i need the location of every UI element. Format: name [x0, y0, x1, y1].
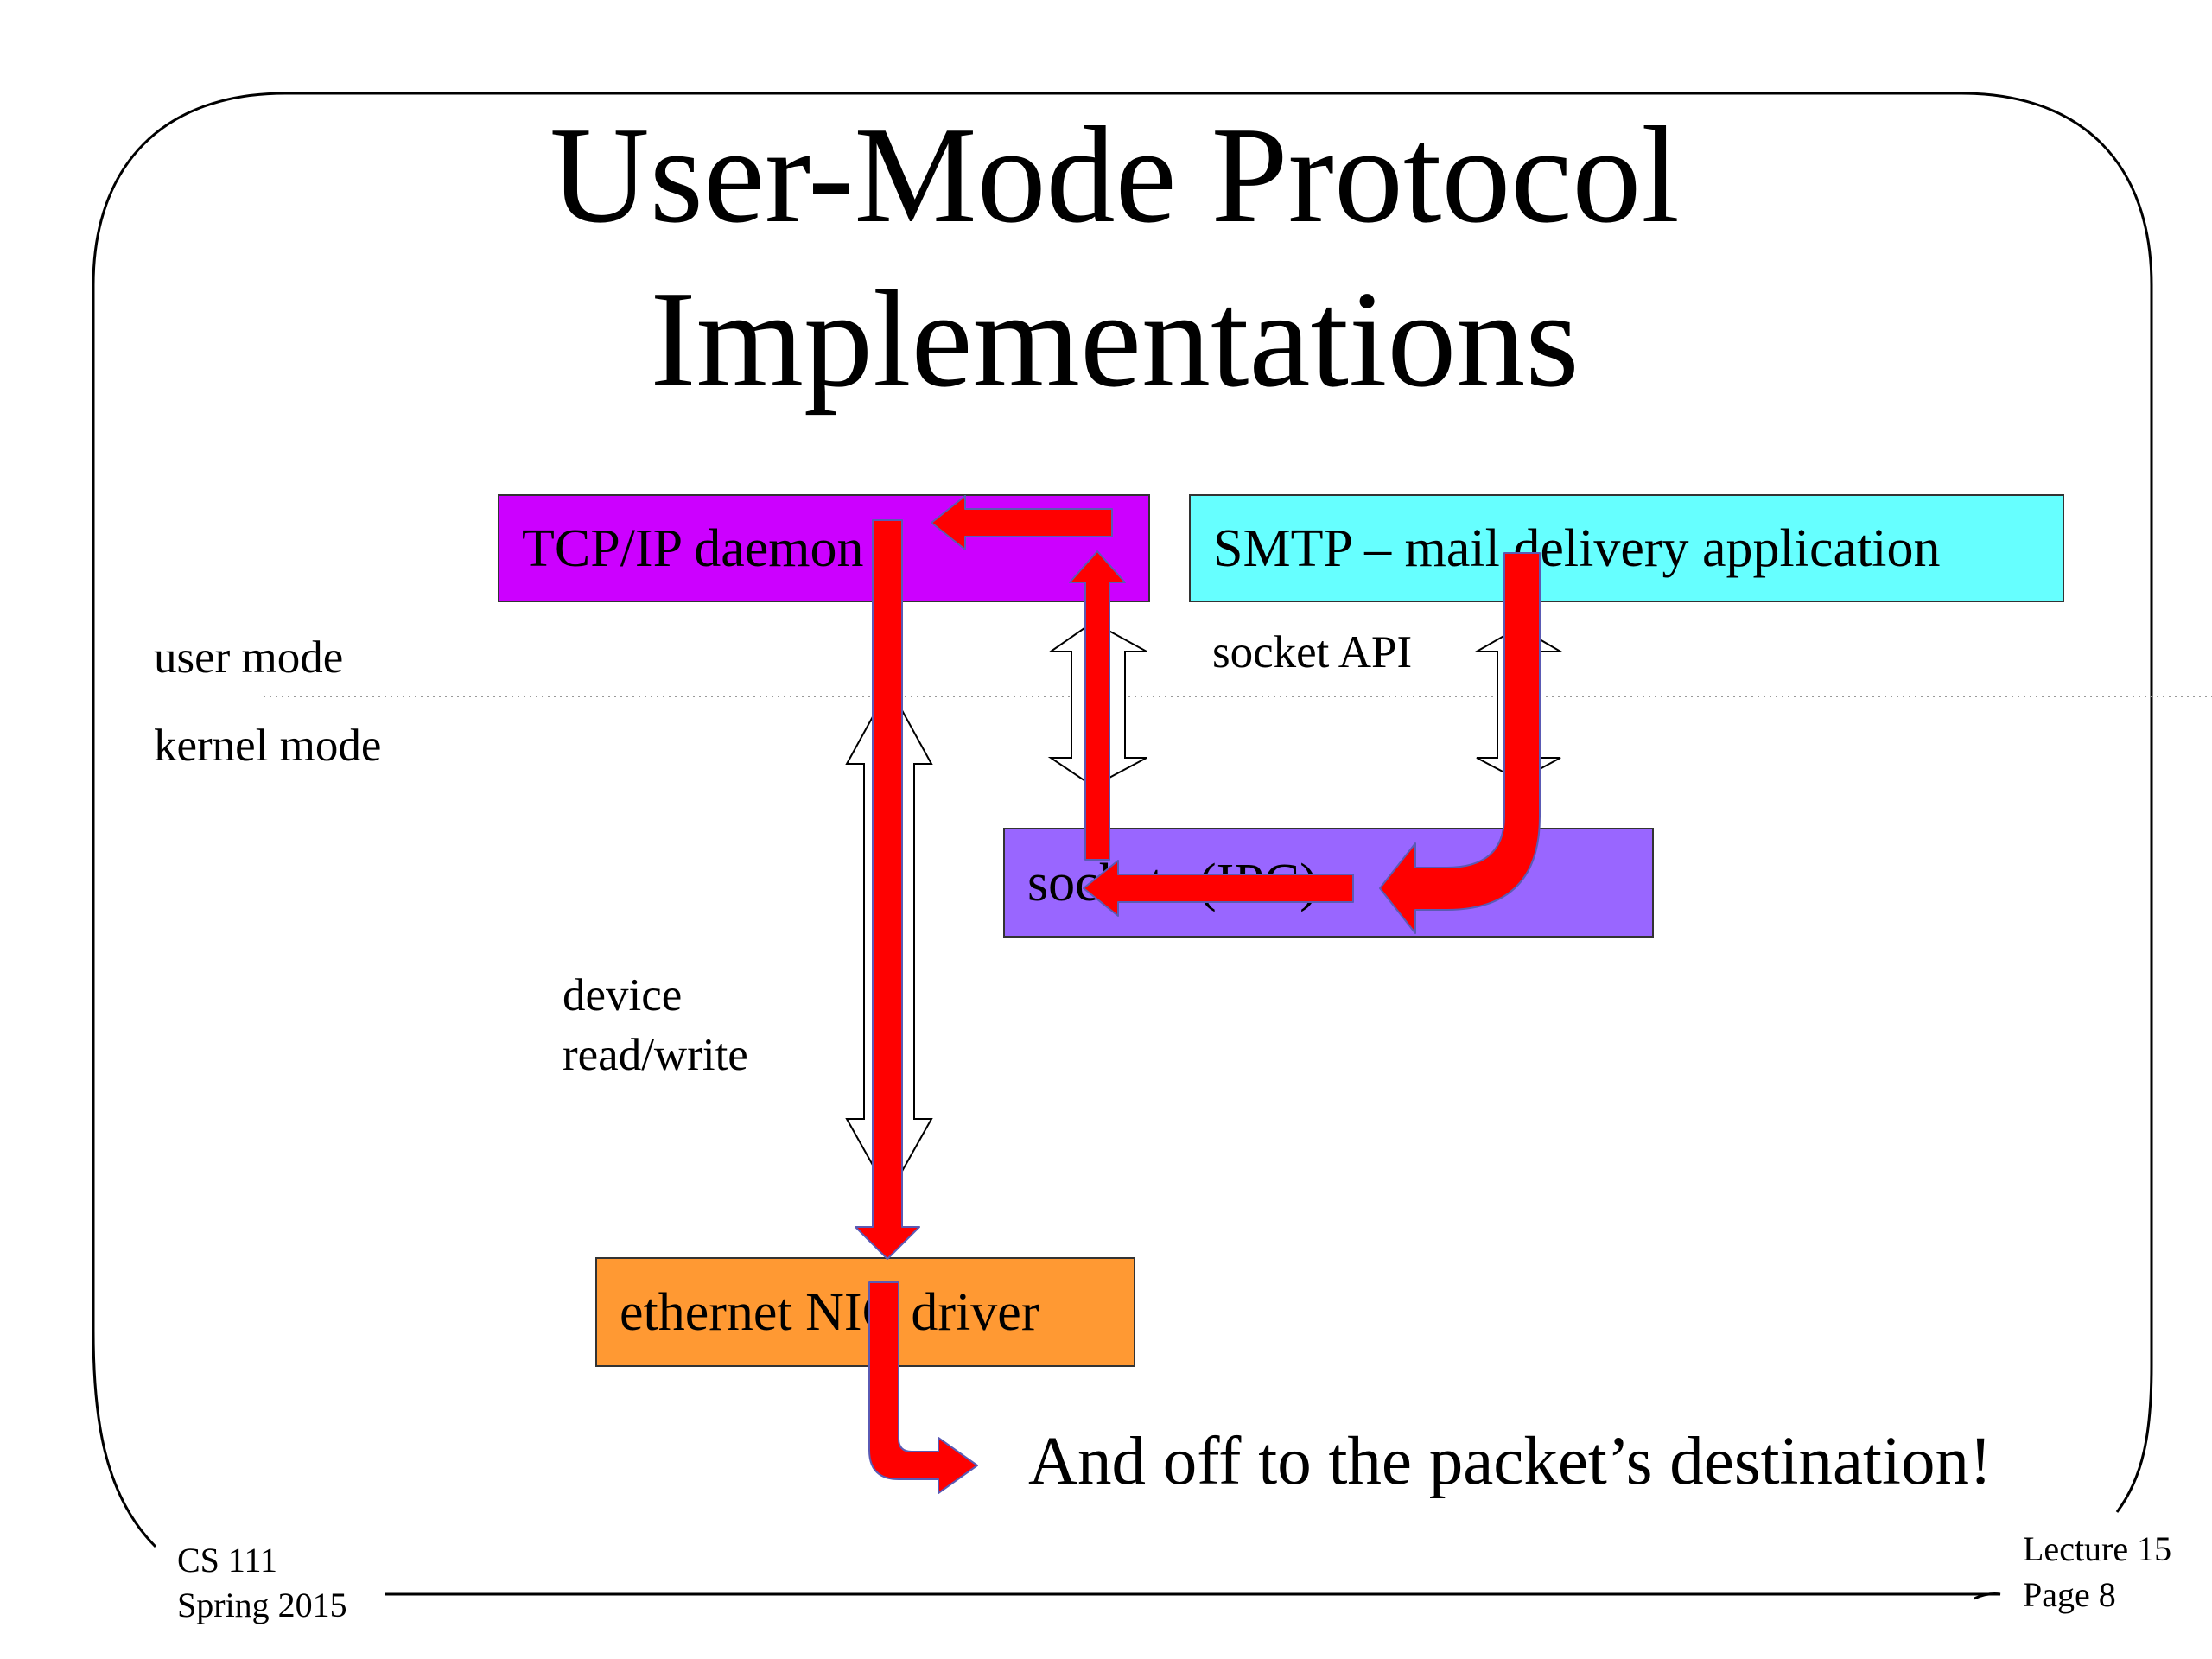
- flow-arrow-smtp-to-sockets: [1379, 552, 1541, 934]
- destination-caption: And off to the packet’s destination!: [1028, 1424, 1993, 1499]
- ethernet-nic-driver-box: ethernet NIC driver: [595, 1257, 1135, 1367]
- user-mode-label: user mode: [154, 632, 344, 683]
- flow-arrow-nic-to-destination: [868, 1281, 978, 1494]
- footer-page-number: Page 8: [2023, 1575, 2116, 1614]
- flow-arrow-daemon-left: [931, 495, 1113, 550]
- smtp-application-box: SMTP – mail delivery application: [1189, 494, 2064, 602]
- device-rw-label-line-1: device: [563, 970, 683, 1020]
- kernel-mode-label: kernel mode: [154, 721, 382, 771]
- footer-lecture: Lecture 15: [2023, 1529, 2172, 1568]
- smtp-application-label: SMTP – mail delivery application: [1213, 518, 1941, 578]
- flow-arrow-daemon-down-to-nic: [855, 519, 920, 1260]
- device-rw-label-line-2: read/write: [563, 1030, 748, 1080]
- socket-api-label: socket API: [1212, 627, 1413, 677]
- footer-course: CS 111: [177, 1541, 277, 1580]
- flow-arrow-sockets-up-to-daemon: [1069, 550, 1126, 861]
- slide-title-line-1: User-Mode Protocol: [550, 98, 1680, 251]
- footer-term: Spring 2015: [177, 1586, 347, 1624]
- slide-title-line-2: Implementations: [650, 262, 1580, 416]
- ethernet-nic-driver-label: ethernet NIC driver: [620, 1282, 1039, 1342]
- tcp-ip-daemon-label: TCP/IP daemon: [522, 518, 864, 578]
- flow-arrow-sockets-left: [1083, 860, 1354, 917]
- tcp-ip-daemon-box: TCP/IP daemon: [498, 494, 1150, 602]
